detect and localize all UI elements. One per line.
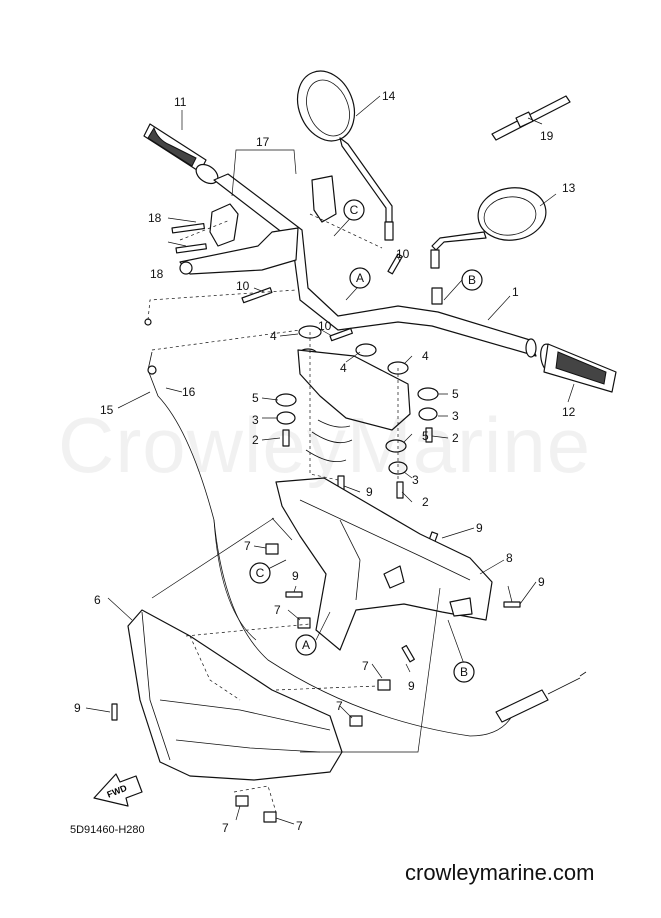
callout-7-bottom-left: 7 — [222, 821, 229, 835]
leader-lines — [85, 95, 575, 825]
ref-a-bottom: A — [302, 638, 310, 652]
callout-13: 13 — [562, 181, 576, 195]
ref-c-top: C — [350, 203, 359, 217]
ref-b-bottom: B — [460, 665, 468, 679]
document-id: 5D91460-H280 — [70, 824, 145, 836]
fwd-arrow: FWD — [93, 773, 143, 807]
callout-2-center: 2 — [422, 495, 429, 509]
callout-11: 11 — [174, 95, 187, 109]
callout-4-right: 4 — [422, 349, 429, 363]
callout-6: 6 — [94, 593, 101, 607]
callout-19: 19 — [540, 129, 554, 143]
ref-a-top: A — [356, 271, 364, 285]
callout-9-center: 9 — [292, 569, 299, 583]
callout-10-right: 10 — [396, 247, 410, 261]
callout-7-middle: 7 — [274, 603, 281, 617]
callout-9-top: 9 — [366, 485, 373, 499]
callout-18-top: 18 — [148, 211, 162, 225]
assembly-lines — [147, 149, 441, 813]
callout-7-bottom-right: 7 — [296, 819, 303, 833]
callout-9-right: 9 — [538, 575, 545, 589]
callout-4-center: 4 — [340, 361, 347, 375]
callout-12: 12 — [562, 405, 576, 419]
callout-labels: 11 14 19 17 13 18 18 10 10 10 1 4 4 4 16… — [74, 89, 576, 835]
site-url[interactable]: crowleymarine.com — [405, 860, 595, 885]
callout-10-left: 10 — [236, 279, 250, 293]
callout-5-left: 5 — [252, 391, 259, 405]
callout-9-upper-right: 9 — [476, 521, 483, 535]
callout-14: 14 — [382, 89, 396, 103]
ref-b-top: B — [468, 273, 476, 287]
callout-9-lower: 9 — [408, 679, 415, 693]
callout-3-right: 3 — [452, 409, 459, 423]
switch-housing — [209, 175, 337, 247]
callout-5-right: 5 — [452, 387, 459, 401]
grip-left — [143, 123, 219, 185]
callout-8: 8 — [506, 551, 513, 565]
clip-nuts — [235, 543, 391, 823]
callout-18-bottom: 18 — [150, 267, 164, 281]
callout-16: 16 — [182, 385, 196, 399]
grip-right — [540, 343, 617, 393]
callout-3-center: 3 — [412, 473, 419, 487]
callout-5-center: 5 — [422, 429, 429, 443]
ref-c-bottom: C — [256, 566, 265, 580]
callout-7-lower: 7 — [336, 699, 343, 713]
callout-4-left: 4 — [270, 329, 277, 343]
callout-1: 1 — [512, 285, 519, 299]
callout-17: 17 — [256, 135, 270, 149]
callout-9-left: 9 — [74, 701, 81, 715]
callout-7-lower-right: 7 — [362, 659, 369, 673]
mirror-right — [430, 187, 547, 269]
lever — [179, 227, 299, 275]
mirror-left — [296, 70, 394, 241]
front-cover — [127, 609, 343, 781]
cable — [144, 318, 587, 737]
callout-3-left: 3 — [252, 413, 259, 427]
callout-2-left: 2 — [252, 433, 259, 447]
cable-strap — [491, 95, 571, 141]
callout-15: 15 — [100, 403, 114, 417]
ref-circles: C A B C A B — [249, 199, 483, 683]
handlebar — [213, 173, 537, 358]
callout-10-center: 10 — [318, 319, 332, 333]
upper-cover — [275, 477, 493, 651]
callout-2-right: 2 — [452, 431, 459, 445]
callout-7-upper: 7 — [244, 539, 251, 553]
